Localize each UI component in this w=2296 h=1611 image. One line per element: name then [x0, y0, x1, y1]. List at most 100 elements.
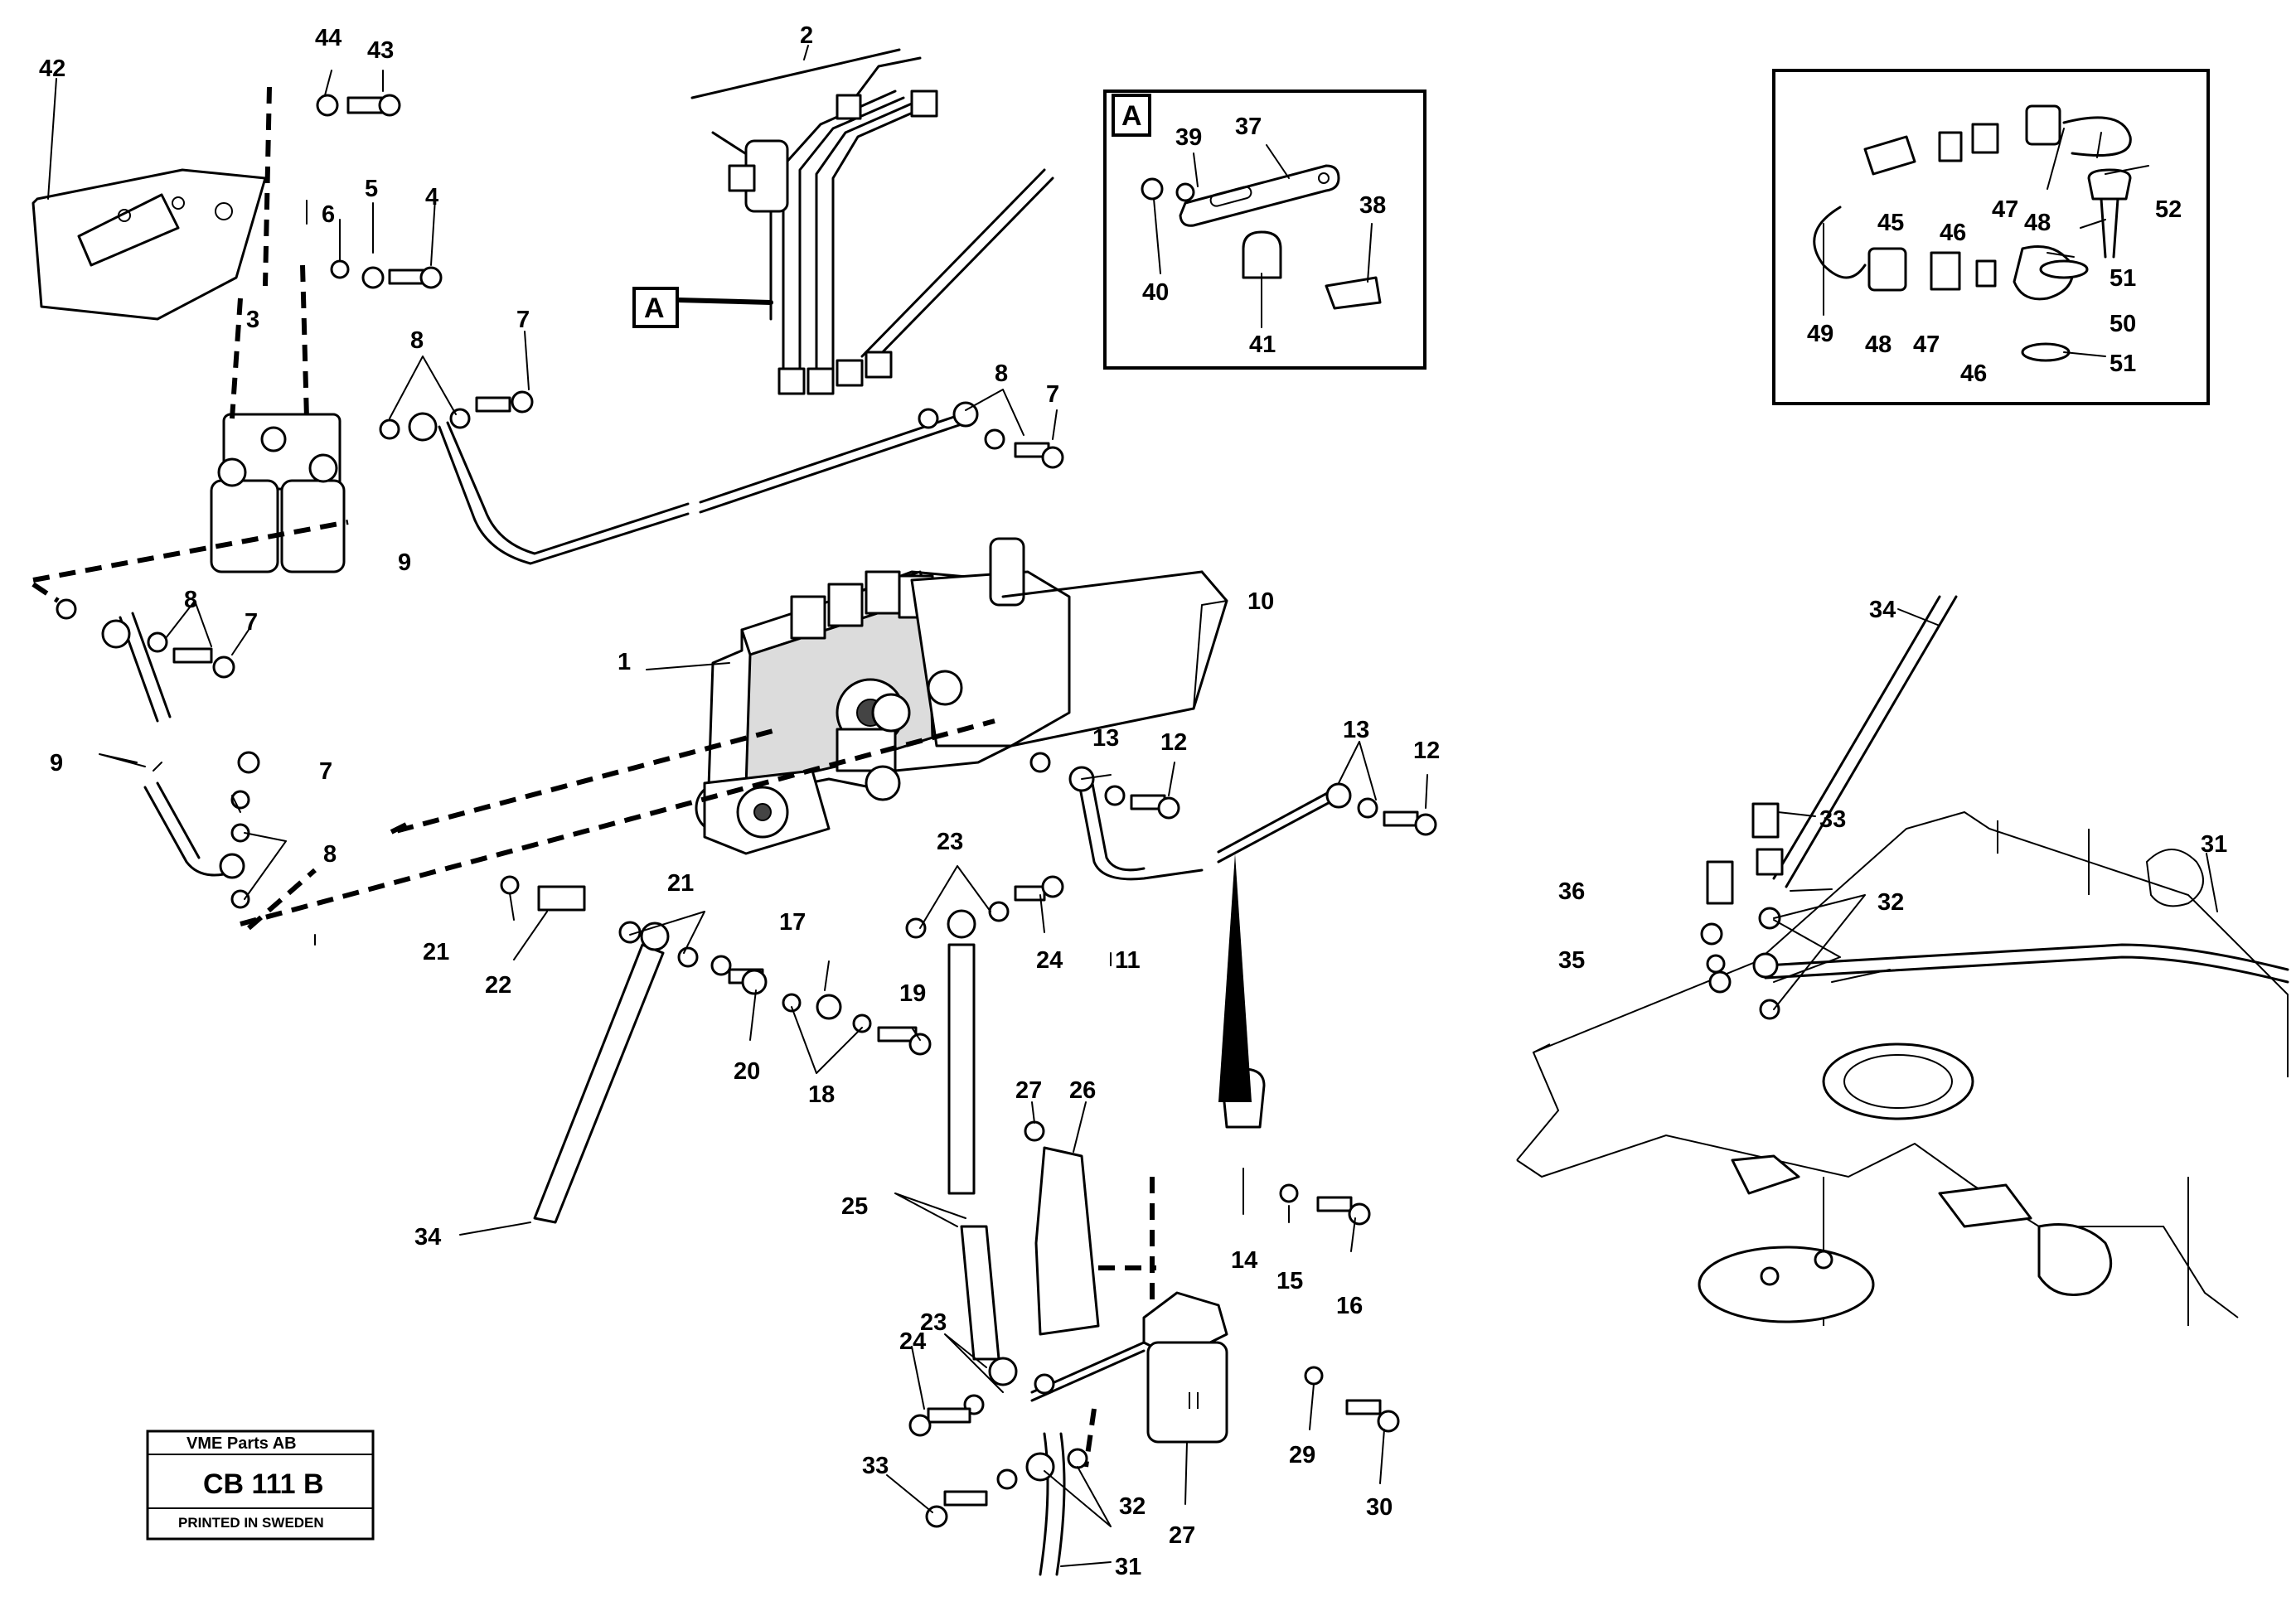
injection-pump: [695, 537, 1071, 855]
callout-44: 44: [315, 25, 341, 51]
bracket-26-dash: [1098, 1177, 1156, 1301]
callout-1: 1: [618, 649, 631, 675]
callout-51-b: 51: [2110, 351, 2136, 377]
callout-9-a: 9: [398, 549, 411, 576]
callout-34-b: 34: [1869, 597, 1896, 623]
callout-16: 16: [1336, 1293, 1363, 1319]
callout-33-a: 33: [862, 1453, 889, 1479]
callout-49: 49: [1807, 321, 1833, 347]
callout-17: 17: [779, 909, 806, 936]
callout-41: 41: [1249, 331, 1276, 358]
detail-banjo-frame: [1772, 69, 2210, 405]
callout-12-a: 12: [1160, 729, 1187, 756]
callout-46-a: 46: [1940, 220, 1966, 246]
callout-31-a: 31: [1115, 1554, 1141, 1580]
callout-4: 4: [425, 184, 438, 210]
bracket-26: [1034, 1146, 1100, 1336]
callout-40: 40: [1142, 279, 1169, 306]
callout-33-b: 33: [1819, 806, 1846, 833]
callout-31-b: 31: [2201, 831, 2227, 858]
detail-a-ref-text: A: [644, 293, 665, 324]
callout-19: 19: [899, 980, 926, 1007]
callout-9-b: 9: [50, 750, 63, 776]
filter-27-dash: [1083, 1408, 1097, 1468]
callout-labels: 1 2 3 4 5 6 7 7 7 7 8 8 8 8 9 9 10 11 12…: [39, 22, 2227, 1580]
fuel-line-mid: [699, 413, 963, 514]
detail-a-ref-tag: [632, 287, 679, 328]
callout-8-a: 8: [410, 327, 424, 354]
callout-37: 37: [1235, 114, 1262, 140]
detail-a-bracket: [1141, 164, 1382, 310]
callout-46-b: 46: [1960, 360, 1987, 387]
callout-7-a: 7: [516, 307, 530, 333]
callout-2: 2: [800, 22, 813, 49]
fittings: [56, 94, 1437, 1528]
callout-13-b: 13: [1343, 717, 1369, 743]
injection-lines: [690, 48, 1054, 395]
hose-34-left: [533, 943, 665, 1224]
callout-43: 43: [367, 37, 394, 64]
callout-47-a: 47: [1992, 196, 2018, 223]
callout-21-b: 21: [667, 870, 694, 897]
callout-42: 42: [39, 56, 65, 82]
callout-47-b: 47: [1913, 331, 1940, 358]
callout-32-b: 32: [1877, 889, 1904, 916]
callout-8-d: 8: [323, 841, 337, 868]
callout-51-a: 51: [2110, 265, 2136, 292]
callout-15: 15: [1276, 1268, 1303, 1294]
detail-a-tag: [1112, 94, 1151, 137]
callout-34-a: 34: [414, 1224, 441, 1251]
callout-48-a: 48: [2024, 210, 2051, 236]
callout-24-b: 24: [899, 1328, 926, 1355]
callout-48-b: 48: [1865, 331, 1892, 358]
bracket-dash-links: [230, 86, 309, 419]
callout-39: 39: [1175, 124, 1202, 151]
callout-10: 10: [1247, 588, 1274, 615]
callout-11: 11: [1115, 947, 1141, 974]
callout-38: 38: [1359, 192, 1386, 219]
fuel-line-11: [1076, 769, 1204, 881]
callout-35: 35: [1558, 947, 1585, 974]
leader-lines: [47, 45, 2218, 1567]
callout-28: 27: [1015, 1077, 1042, 1104]
callout-21-a: 21: [423, 939, 449, 965]
fuel-line-9-lower-b: [143, 781, 225, 877]
bracket-42: [31, 168, 267, 321]
hose-25-lower: [960, 1225, 1000, 1361]
callout-18: 18: [808, 1081, 835, 1108]
pump-side-lines: [1001, 570, 1204, 747]
callout-26: 26: [1069, 1077, 1096, 1104]
callout-45: 45: [1877, 210, 1904, 236]
callout-14: 14: [1231, 1247, 1257, 1274]
callout-50: 50: [2110, 311, 2136, 337]
fuel-filter-27: [1142, 1291, 1228, 1444]
callout-23-b: 23: [920, 1309, 947, 1336]
callout-29: 29: [1289, 1442, 1315, 1468]
hose-31-bottom: [1039, 1432, 1066, 1576]
fuel-line-9-upper: [438, 425, 690, 565]
detail-banjo-parts: [1813, 104, 2132, 362]
callout-7-d: 7: [319, 758, 332, 785]
callout-24-a: 24: [1036, 947, 1063, 974]
callout-13-a: 13: [1092, 725, 1119, 752]
tank-assembly: [1516, 595, 2289, 1326]
title-block-company: VME Parts AB: [186, 1434, 297, 1453]
callout-25: 25: [841, 1193, 868, 1220]
callout-22: 22: [485, 972, 511, 999]
title-block-printed: PRINTED IN SWEDEN: [178, 1515, 324, 1531]
callout-36: 36: [1558, 878, 1585, 905]
fuel-filter-3: [210, 413, 346, 573]
callout-32-a: 32: [1119, 1493, 1146, 1520]
callout-30: 30: [1366, 1494, 1393, 1521]
clamp-pointer: [1218, 854, 1252, 1102]
callout-8-b: 8: [995, 360, 1008, 387]
callout-20: 20: [734, 1058, 760, 1085]
callout-6: 6: [322, 201, 335, 228]
fuel-line-9-upper-b: [446, 421, 690, 555]
callout-7-b: 7: [1046, 381, 1059, 408]
callout-5: 5: [365, 176, 378, 202]
callout-3: 3: [246, 307, 259, 333]
callout-8-c: 8: [184, 587, 197, 613]
callout-12-b: 12: [1413, 738, 1440, 764]
